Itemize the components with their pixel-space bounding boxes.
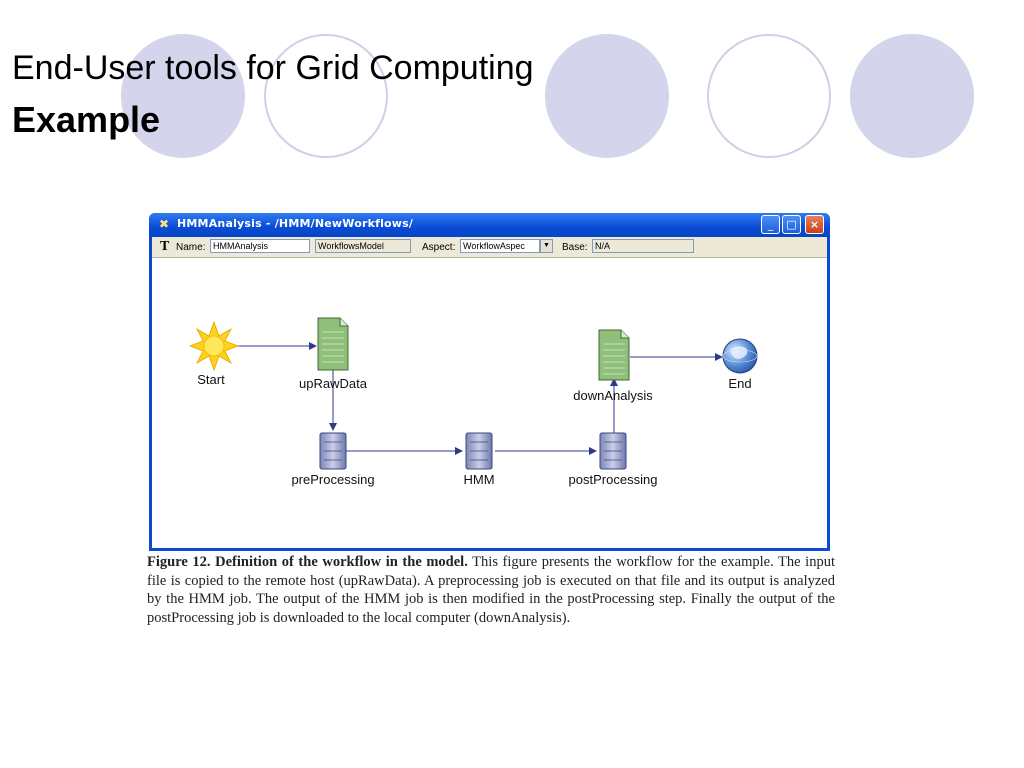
slide-subtitle: Example (12, 99, 161, 140)
close-button[interactable]: × (805, 215, 824, 234)
base-field: N/A (592, 239, 694, 253)
caption-body: This figure presents the workflow for th… (147, 554, 835, 626)
figure-caption: Figure 12. Definition of the workflow in… (147, 553, 835, 627)
node-label-postprocessing: postProcessing (568, 472, 658, 487)
workflow-edges (236, 342, 723, 455)
minimize-button[interactable]: _ (761, 215, 780, 234)
server-icon[interactable] (465, 432, 493, 470)
node-label-uprawdata: upRawData (299, 376, 367, 391)
node-label-end: End (728, 376, 752, 391)
decor-circle-3 (545, 34, 669, 158)
slide-title: End-User tools for Grid Computing (12, 49, 534, 87)
workflow-canvas[interactable]: Start upRawData preProcessing HMM postPr… (152, 258, 827, 548)
window-title: HMMAnalysis - /HMM/NewWorkflows/ (177, 217, 414, 230)
aspect-label: Aspect: (422, 242, 456, 253)
text-tool-icon[interactable]: T (160, 239, 170, 254)
name-label: Name: (176, 242, 206, 253)
kind-field: WorkflowsModel (315, 239, 411, 253)
workflow-diagram (188, 317, 758, 470)
app-icon: ✖ (159, 217, 170, 231)
maximize-button[interactable]: □ (782, 215, 801, 234)
globe-icon[interactable] (722, 338, 758, 374)
base-label: Base: (562, 242, 588, 253)
aspect-select[interactable]: WorkflowAspec (460, 239, 540, 253)
server-icon[interactable] (599, 432, 627, 470)
chevron-down-icon[interactable]: ▼ (540, 239, 553, 253)
node-label-start: Start (197, 372, 225, 387)
window-titlebar[interactable]: ✖ HMMAnalysis - /HMM/NewWorkflows/ _ □ × (149, 213, 830, 237)
decor-circle-1 (121, 34, 245, 158)
name-input[interactable]: HMMAnalysis (210, 239, 310, 253)
decor-circle-4 (707, 34, 831, 158)
workflow-window: ✖ HMMAnalysis - /HMM/NewWorkflows/ _ □ ×… (149, 213, 830, 551)
document-icon[interactable] (598, 329, 630, 381)
node-label-hmm: HMM (463, 472, 495, 487)
sun-icon[interactable] (188, 320, 240, 372)
document-icon[interactable] (317, 317, 349, 371)
model-toolbar: T Name: HMMAnalysis WorkflowsModel Aspec… (152, 237, 827, 258)
node-label-downanalysis: downAnalysis (573, 388, 653, 403)
decor-circle-2 (264, 34, 388, 158)
caption-heading: Figure 12. Definition of the workflow in… (147, 554, 468, 570)
node-label-preprocessing: preProcessing (291, 472, 375, 487)
decor-circle-5 (850, 34, 974, 158)
server-icon[interactable] (319, 432, 347, 470)
